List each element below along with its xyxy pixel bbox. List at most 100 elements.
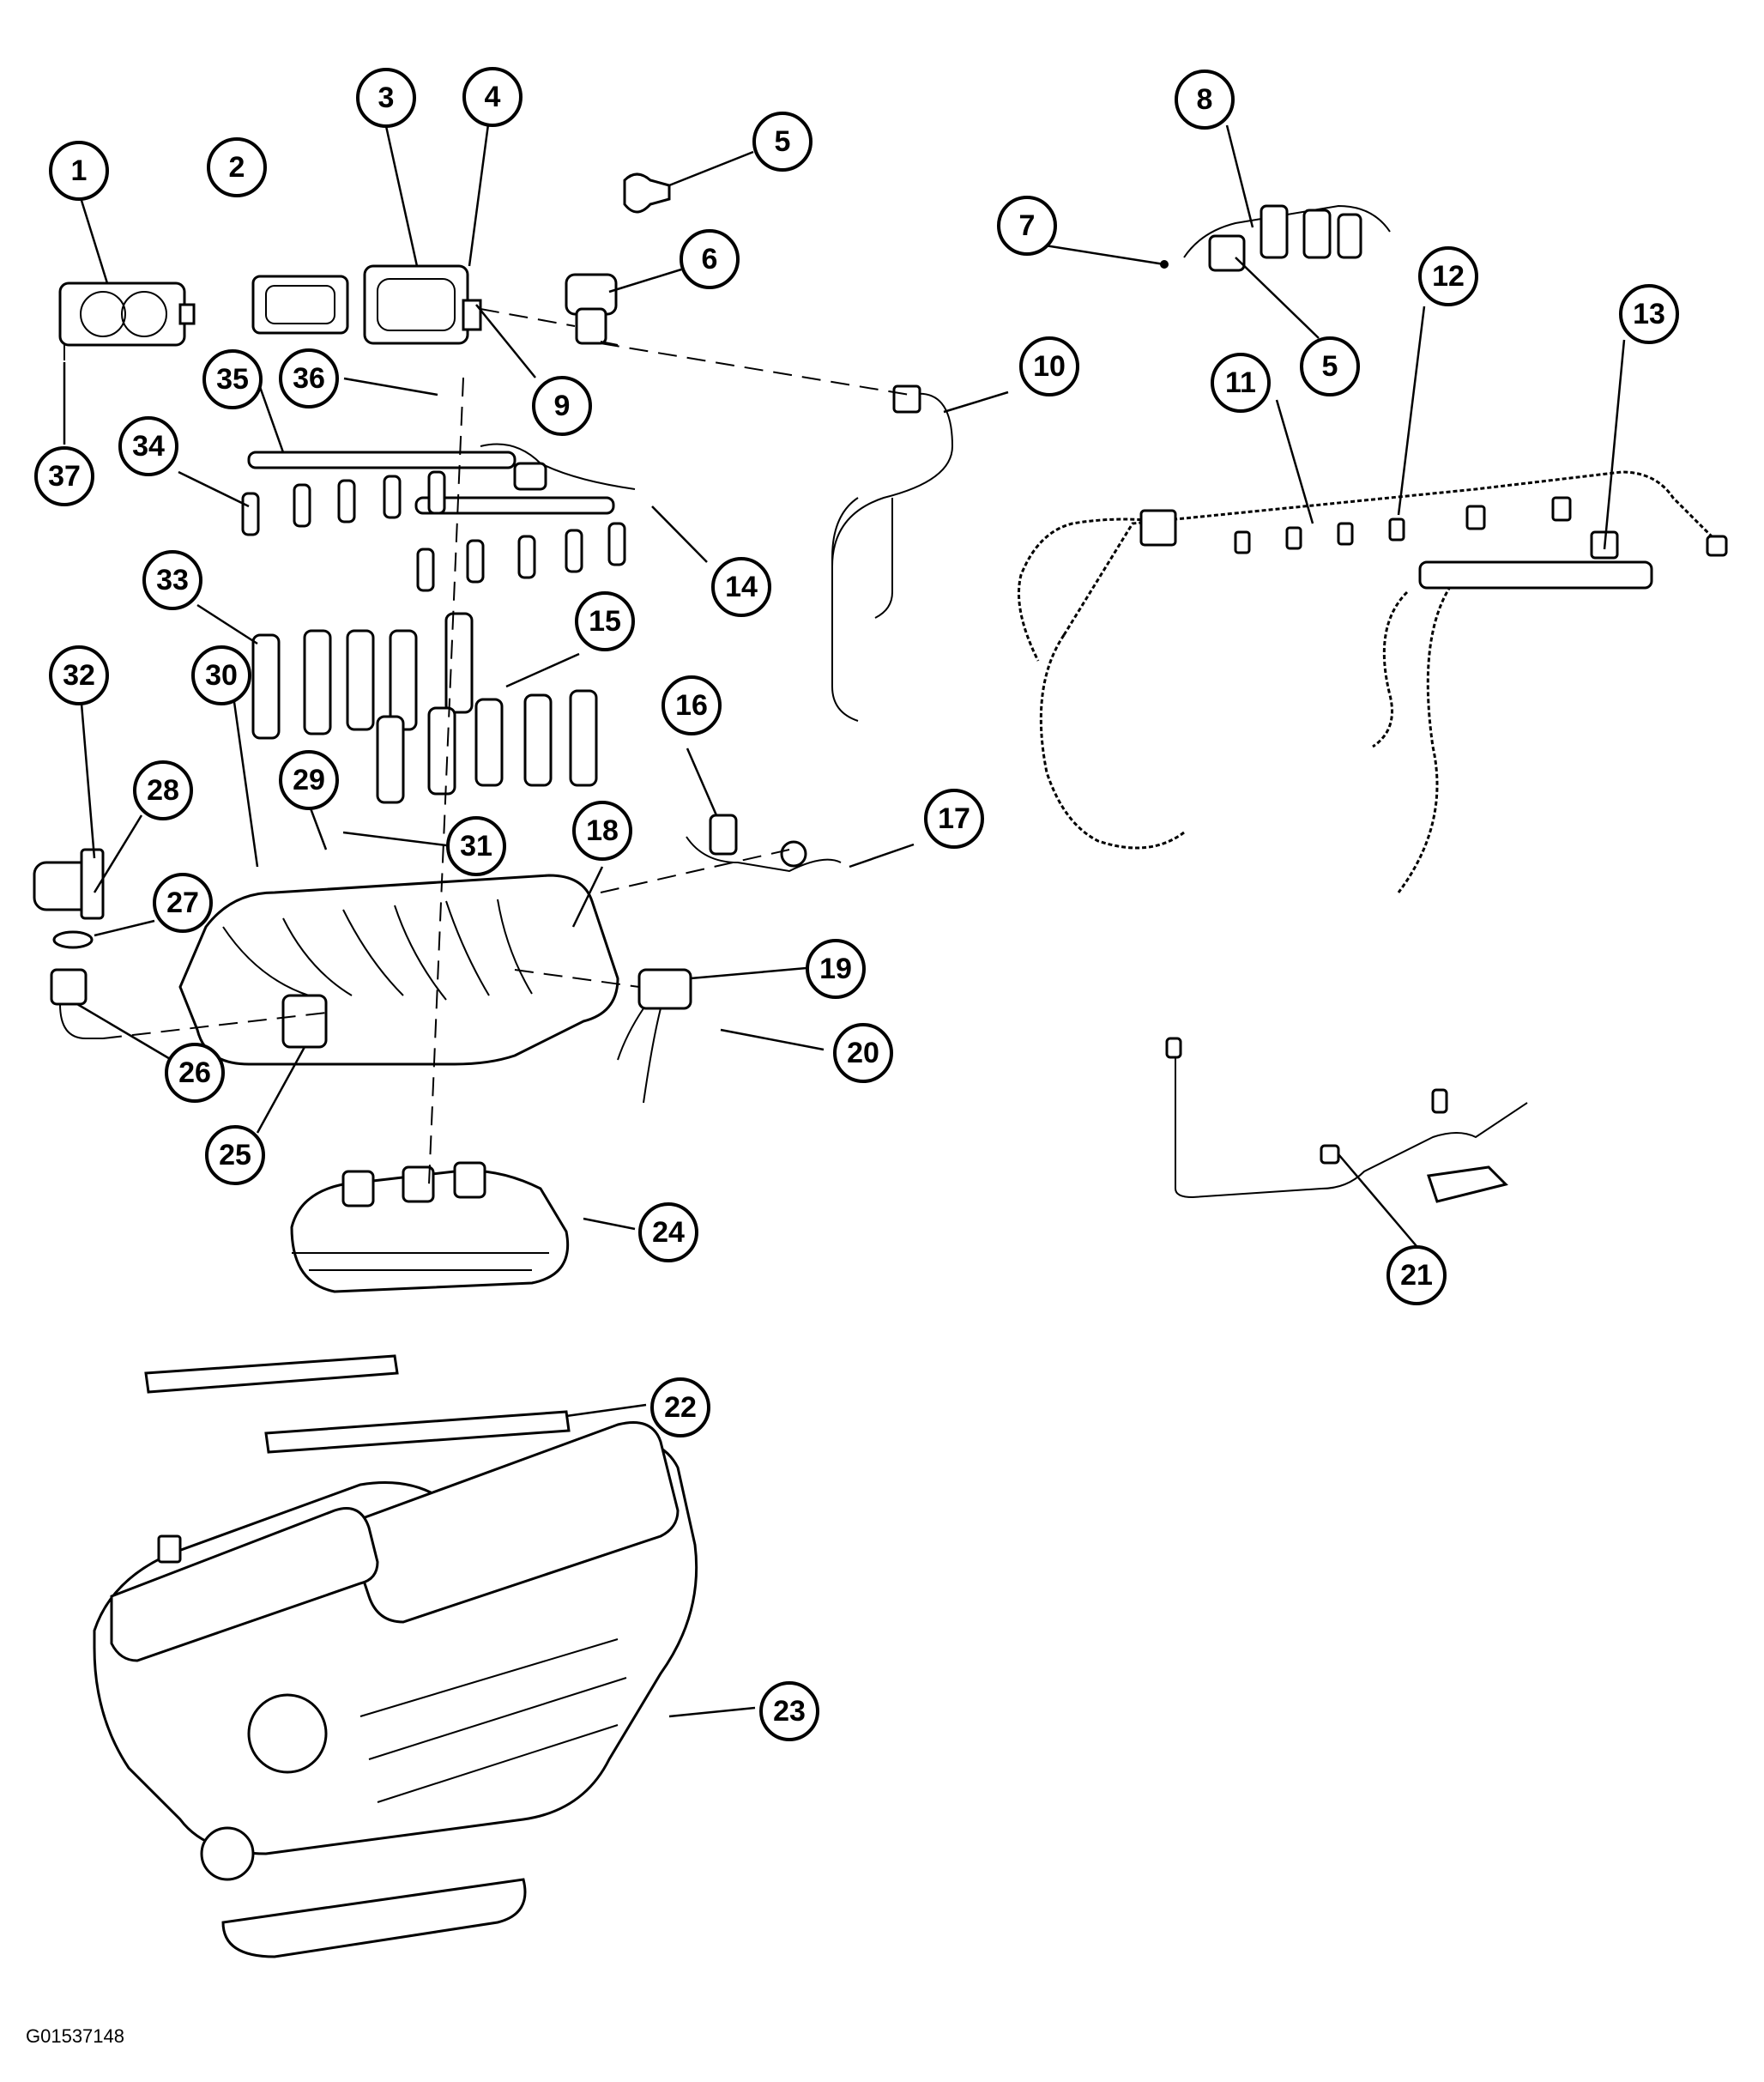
callout-34: 34 xyxy=(118,416,178,476)
svg-text:34: 34 xyxy=(132,430,165,463)
callout-31: 31 xyxy=(446,816,506,876)
fuel-injectors-part xyxy=(241,470,626,592)
engine-block-part xyxy=(93,1421,698,1958)
fuel-rail-part xyxy=(247,443,636,515)
intake-gaskets-part xyxy=(144,1354,571,1454)
svg-text:8: 8 xyxy=(1197,83,1213,116)
callout-1: 1 xyxy=(49,141,109,201)
svg-text:26: 26 xyxy=(178,1056,211,1089)
callout-19: 19 xyxy=(806,939,866,999)
callout-24: 24 xyxy=(638,1202,698,1262)
svg-text:31: 31 xyxy=(460,830,492,862)
callout-6: 6 xyxy=(680,229,740,289)
svg-text:35: 35 xyxy=(216,363,249,396)
callout-28: 28 xyxy=(133,760,193,820)
svg-text:30: 30 xyxy=(205,659,238,692)
svg-text:12: 12 xyxy=(1432,260,1465,293)
callout-33: 33 xyxy=(142,550,202,610)
callout-7: 7 xyxy=(997,196,1057,256)
svg-text:16: 16 xyxy=(675,689,708,722)
svg-text:20: 20 xyxy=(847,1037,879,1069)
sensor-harness-part xyxy=(1165,1037,1528,1203)
callout-27: 27 xyxy=(153,873,213,933)
callout-17: 17 xyxy=(924,789,984,849)
intake-manifold-part xyxy=(178,874,619,1066)
callout-13: 13 xyxy=(1619,284,1679,344)
callout-10: 10 xyxy=(1019,336,1079,396)
callout-15: 15 xyxy=(575,591,635,651)
svg-text:17: 17 xyxy=(938,802,970,835)
throttle-adapter-part xyxy=(363,264,482,345)
sensor-bracket-part xyxy=(686,814,842,873)
idle-air-valve-part xyxy=(33,848,105,920)
callout-21: 21 xyxy=(1386,1245,1447,1305)
callouts: 1 2 3 4 5 6 7 8 5 9 10 11 12 13 14 15 16… xyxy=(34,67,1679,1741)
callout-3: 3 xyxy=(356,68,416,128)
callout-20: 20 xyxy=(833,1023,893,1083)
o-ring-part xyxy=(52,930,94,949)
svg-text:4: 4 xyxy=(485,81,501,113)
callout-14: 14 xyxy=(711,557,771,617)
callout-18: 18 xyxy=(572,801,632,861)
svg-text:11: 11 xyxy=(1225,366,1256,399)
svg-text:36: 36 xyxy=(293,362,325,395)
callout-4: 4 xyxy=(462,67,523,127)
callout-35: 35 xyxy=(202,349,263,409)
svg-text:6: 6 xyxy=(702,243,718,275)
callout-22: 22 xyxy=(650,1377,710,1437)
svg-text:33: 33 xyxy=(156,564,189,596)
svg-text:13: 13 xyxy=(1633,298,1665,330)
callout-9: 9 xyxy=(532,376,592,436)
svg-text:14: 14 xyxy=(725,571,758,603)
callout-11: 11 xyxy=(1211,353,1271,413)
svg-text:1: 1 xyxy=(71,154,88,187)
callout-5: 5 xyxy=(1300,336,1360,396)
throttle-body-part xyxy=(58,281,196,360)
svg-text:3: 3 xyxy=(378,82,395,114)
callout-23: 23 xyxy=(759,1681,819,1741)
callout-26: 26 xyxy=(165,1043,225,1103)
sensor-part xyxy=(623,172,671,214)
hose-assembly-part xyxy=(831,384,954,722)
callout-16: 16 xyxy=(662,675,722,735)
svg-text:27: 27 xyxy=(166,887,199,919)
wiring-harness-part xyxy=(1018,470,1728,893)
callout-5: 5 xyxy=(752,112,813,172)
callout-30: 30 xyxy=(191,645,251,705)
svg-text:18: 18 xyxy=(586,814,619,847)
callout-8: 8 xyxy=(1175,70,1235,130)
callout-32: 32 xyxy=(49,645,109,705)
callout-25: 25 xyxy=(205,1125,265,1185)
callout-29: 29 xyxy=(279,750,339,810)
upper-intake-part xyxy=(290,1161,570,1293)
svg-text:21: 21 xyxy=(1400,1259,1433,1292)
callout-37: 37 xyxy=(34,446,94,506)
svg-text:19: 19 xyxy=(819,953,852,985)
callout-36: 36 xyxy=(279,348,339,409)
assembly-dashed-lines xyxy=(102,308,910,1185)
leader-lines xyxy=(63,124,1626,1718)
valve-bracket-part xyxy=(617,968,692,1104)
svg-text:15: 15 xyxy=(589,605,621,638)
svg-text:37: 37 xyxy=(48,460,81,493)
svg-text:24: 24 xyxy=(652,1216,685,1249)
svg-text:2: 2 xyxy=(229,151,245,184)
parts-artwork xyxy=(33,172,1728,1958)
callout-2: 2 xyxy=(207,137,267,197)
upper-sensor-assembly-part xyxy=(1160,204,1391,272)
callout-12: 12 xyxy=(1418,246,1478,306)
figure-id-label: G01537148 xyxy=(26,2025,124,2047)
svg-text:5: 5 xyxy=(1322,350,1338,383)
svg-text:28: 28 xyxy=(147,774,179,807)
svg-text:7: 7 xyxy=(1019,209,1036,242)
ignition-coils-part xyxy=(251,612,598,804)
svg-text:23: 23 xyxy=(773,1695,806,1728)
svg-text:25: 25 xyxy=(219,1139,251,1171)
throttle-gasket-part xyxy=(251,275,349,335)
svg-text:32: 32 xyxy=(63,659,95,692)
temperature-sensor-part xyxy=(50,968,103,1039)
svg-text:29: 29 xyxy=(293,764,325,796)
svg-text:22: 22 xyxy=(664,1391,697,1424)
egr-valve-part xyxy=(565,273,619,346)
svg-text:9: 9 xyxy=(554,390,571,422)
